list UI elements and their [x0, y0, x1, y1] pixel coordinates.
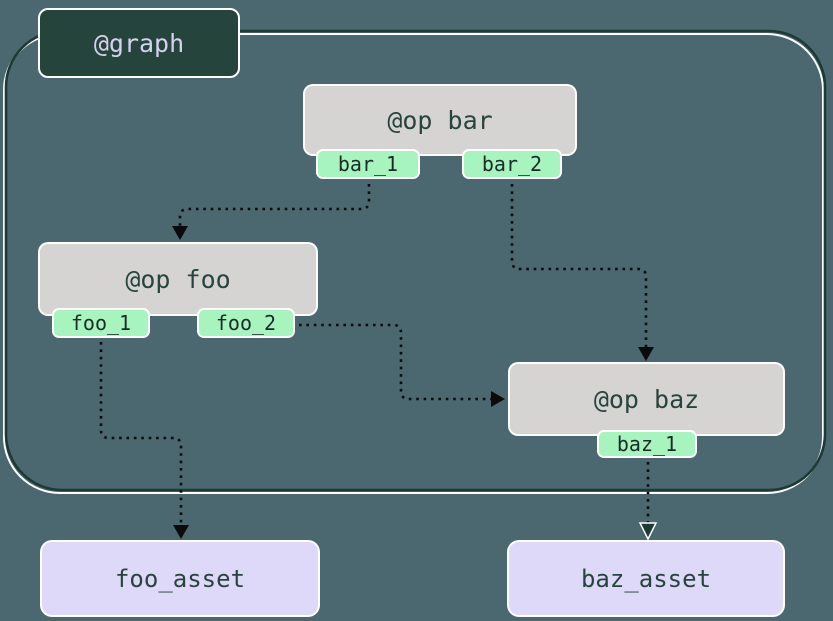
op-node-bar[interactable]: @op bar bar_1 bar_2: [303, 84, 577, 179]
op-foo-title: @op foo: [125, 264, 231, 294]
output-tab-baz_1[interactable]: baz_1: [597, 430, 697, 458]
op-node-baz[interactable]: @op baz baz_1: [508, 362, 785, 458]
asset-node-baz_asset[interactable]: baz_asset: [507, 540, 785, 617]
graph-container-highlight: [3, 33, 824, 494]
arrowhead-bar_1-to-foo: [172, 226, 188, 240]
arrowhead-foo_2-to-baz: [491, 391, 505, 407]
graph-label[interactable]: @graph: [38, 8, 240, 78]
arrowhead-baz_1-to-baz_asset: [638, 522, 658, 541]
op-baz-title: @op baz: [593, 384, 700, 414]
edge-bar_2-to-baz: [510, 184, 648, 347]
edge-foo_2-to-baz: [299, 323, 491, 401]
output-tab-bar_2[interactable]: bar_2: [462, 149, 562, 179]
output-tab-foo_2[interactable]: foo_2: [197, 308, 295, 338]
op-bar-title: @op bar: [387, 105, 493, 135]
op-node-foo[interactable]: @op foo foo_1 foo_2: [38, 242, 318, 338]
edge-bar_1-to-foo: [178, 184, 371, 226]
asset-node-foo_asset[interactable]: foo_asset: [40, 540, 320, 617]
graph-label-text: @graph: [93, 28, 185, 58]
arrowhead-foo_1-to-foo_asset: [173, 525, 189, 539]
arrowhead-bar_2-to-baz: [638, 347, 654, 361]
output-tab-bar_1[interactable]: bar_1: [316, 149, 420, 179]
graph-container-border: [4, 29, 827, 492]
output-tab-foo_1[interactable]: foo_1: [52, 308, 150, 338]
edge-foo_1-to-foo_asset: [99, 342, 183, 525]
